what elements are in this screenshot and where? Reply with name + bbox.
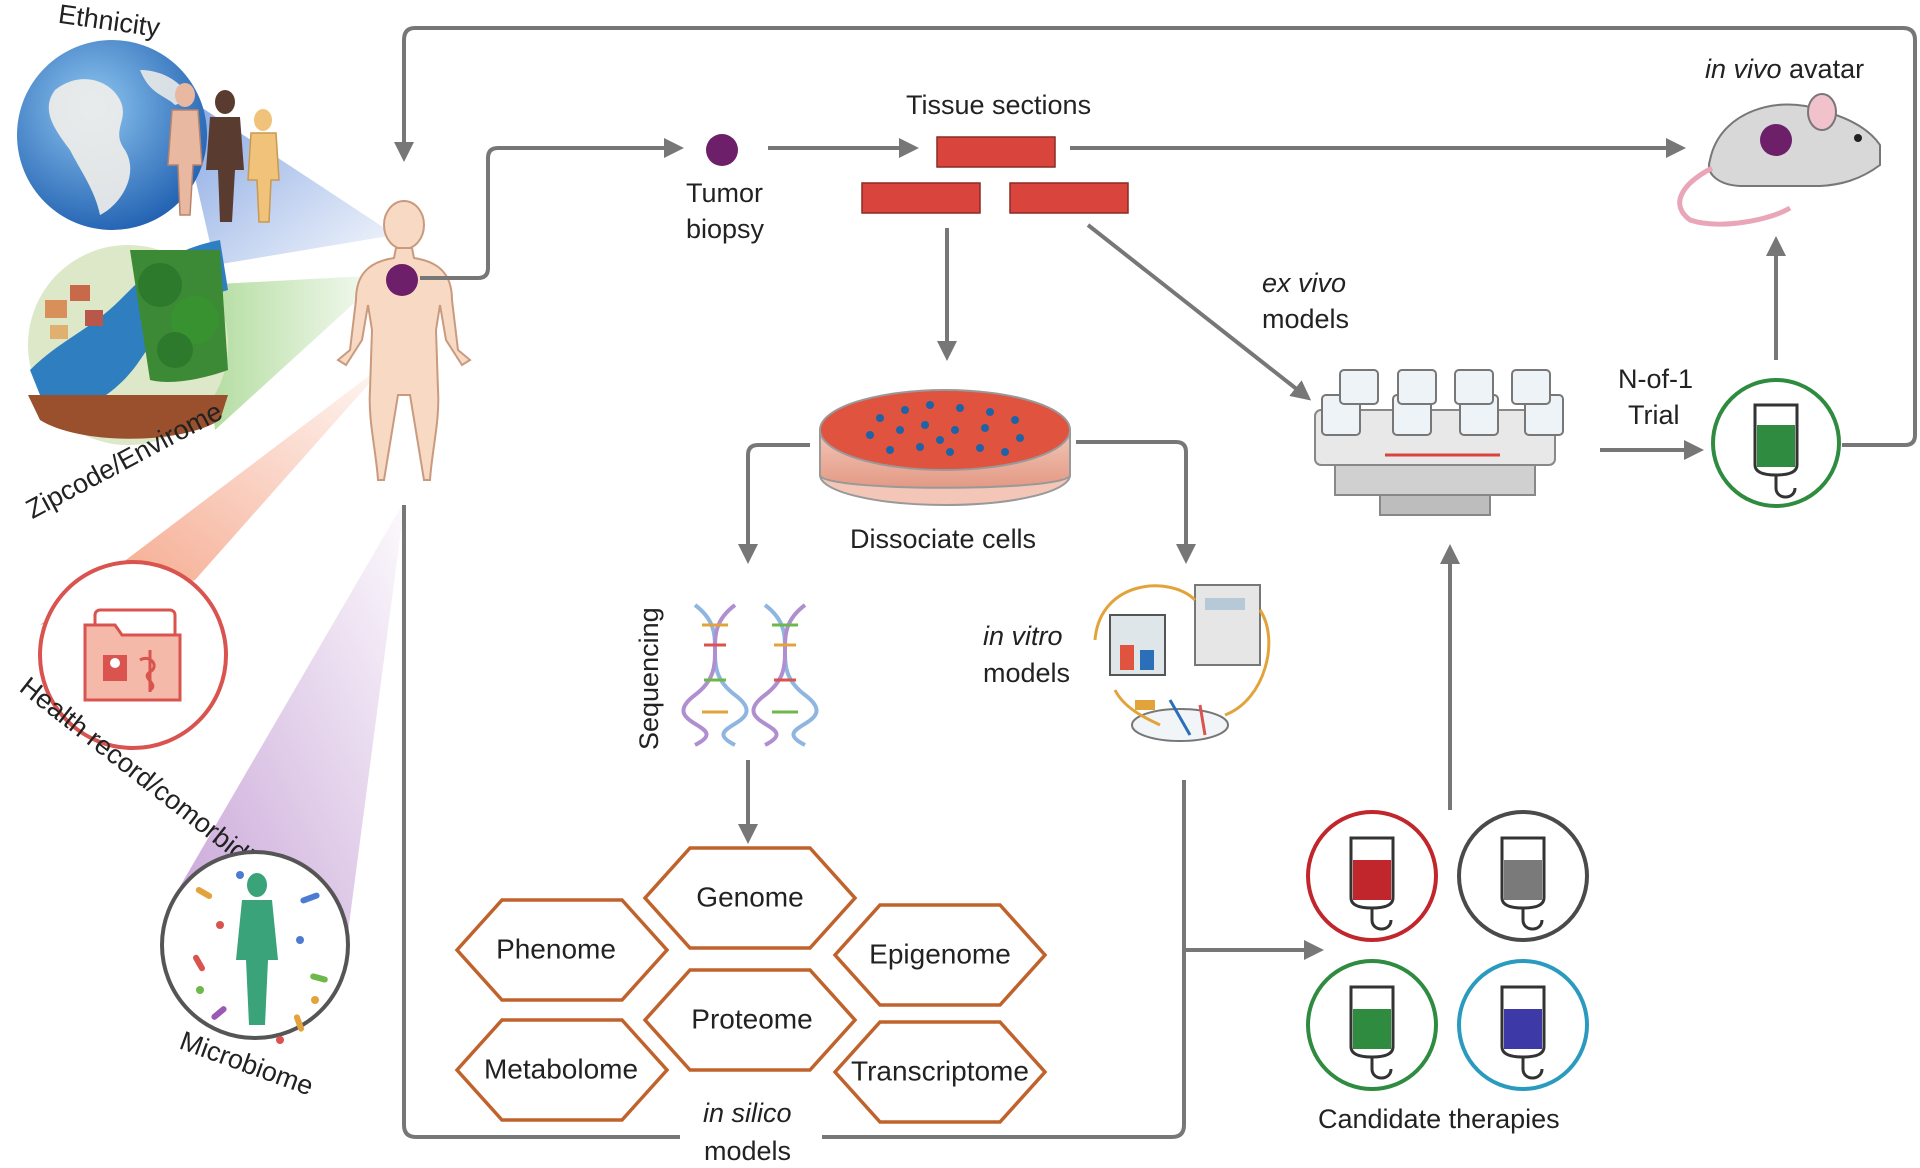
mouse-icon: [1677, 93, 1881, 227]
label-nof1-line2: Trial: [1628, 400, 1680, 430]
arrow-insilico-frame: [402, 505, 680, 1139]
label-invivo: in vivo avatar: [1705, 54, 1864, 84]
dna-icon: [681, 603, 819, 747]
label-metabolome: Metabolome: [484, 1053, 638, 1084]
envirome-icon: [28, 240, 228, 445]
arrow-to-biopsy: [420, 138, 684, 280]
label-sequencing: Sequencing: [634, 607, 664, 750]
nof1-iv-bag-icon: [1711, 378, 1841, 508]
hex-proteome: [642, 968, 858, 1072]
hex-transcriptome: [832, 1020, 1048, 1124]
hex-genome: [642, 846, 858, 950]
beam-ethnicity: [175, 90, 395, 265]
hex-metabolome: [454, 1018, 670, 1122]
label-nof1-line1: N-of-1: [1618, 364, 1693, 394]
arrow-to-exvivo: [1086, 223, 1312, 401]
tissue-sections-icon: [861, 136, 1129, 214]
label-epigenome: Epigenome: [869, 938, 1011, 969]
patient-figure: [336, 200, 472, 481]
label-biopsy-line1: Tumor: [686, 178, 763, 208]
beam-zipcode: [200, 275, 385, 430]
arrow-to-invitro: [1076, 440, 1196, 564]
arrow-to-sequencing: [738, 443, 810, 564]
arrow-feedback-loop: [394, 26, 1917, 447]
label-dissociate: Dissociate cells: [850, 524, 1036, 554]
label-exvivo-line2: models: [1262, 304, 1349, 334]
tumor-icon: [386, 264, 418, 296]
hex-phenome: [454, 898, 670, 1002]
label-insilico-line2: models: [704, 1136, 791, 1166]
label-tissue-sections: Tissue sections: [906, 90, 1091, 120]
globe-ethnicity: [17, 40, 280, 230]
invitro-apparatus-icon: [1093, 584, 1271, 742]
omics-hexagons: Genome Phenome Epigenome Proteome Metabo…: [454, 846, 1048, 1124]
label-biopsy-line2: biopsy: [686, 214, 765, 244]
label-ethnicity: Ethnicity: [57, 0, 163, 43]
label-insilico-line1: in silico: [703, 1098, 792, 1128]
tumor-biopsy-icon: [706, 134, 738, 166]
therapy-green-icon: [1306, 959, 1438, 1091]
beam-health: [40, 360, 390, 625]
beam-microbiome: [175, 500, 405, 955]
label-invitro-line2: models: [983, 658, 1070, 688]
health-record-icon: [38, 560, 228, 750]
label-phenome: Phenome: [496, 933, 616, 964]
therapy-red-icon: [1306, 810, 1438, 942]
label-genome: Genome: [696, 881, 803, 912]
microbiome-icon: [160, 850, 350, 1044]
label-proteome: Proteome: [691, 1003, 812, 1034]
petri-dish-icon: [819, 389, 1071, 506]
label-invitro-line1: in vitro: [983, 621, 1063, 651]
therapy-blue-icon: [1457, 959, 1589, 1091]
therapy-gray-icon: [1457, 810, 1589, 942]
bacteria-dots: [193, 871, 328, 1044]
shaker-platform-icon: [1314, 369, 1564, 516]
label-transcriptome: Transcriptome: [851, 1055, 1029, 1086]
people-icon: [167, 83, 280, 223]
hex-epigenome: [832, 903, 1048, 1007]
cells-dots: [866, 401, 1024, 456]
flow-arrows: [394, 26, 1917, 1139]
flask-cups: [1321, 369, 1564, 436]
arrow-insilico-frame-right: [822, 780, 1186, 1139]
label-candidate-therapies: Candidate therapies: [1318, 1104, 1560, 1134]
label-exvivo-line1: ex vivo: [1262, 268, 1346, 298]
